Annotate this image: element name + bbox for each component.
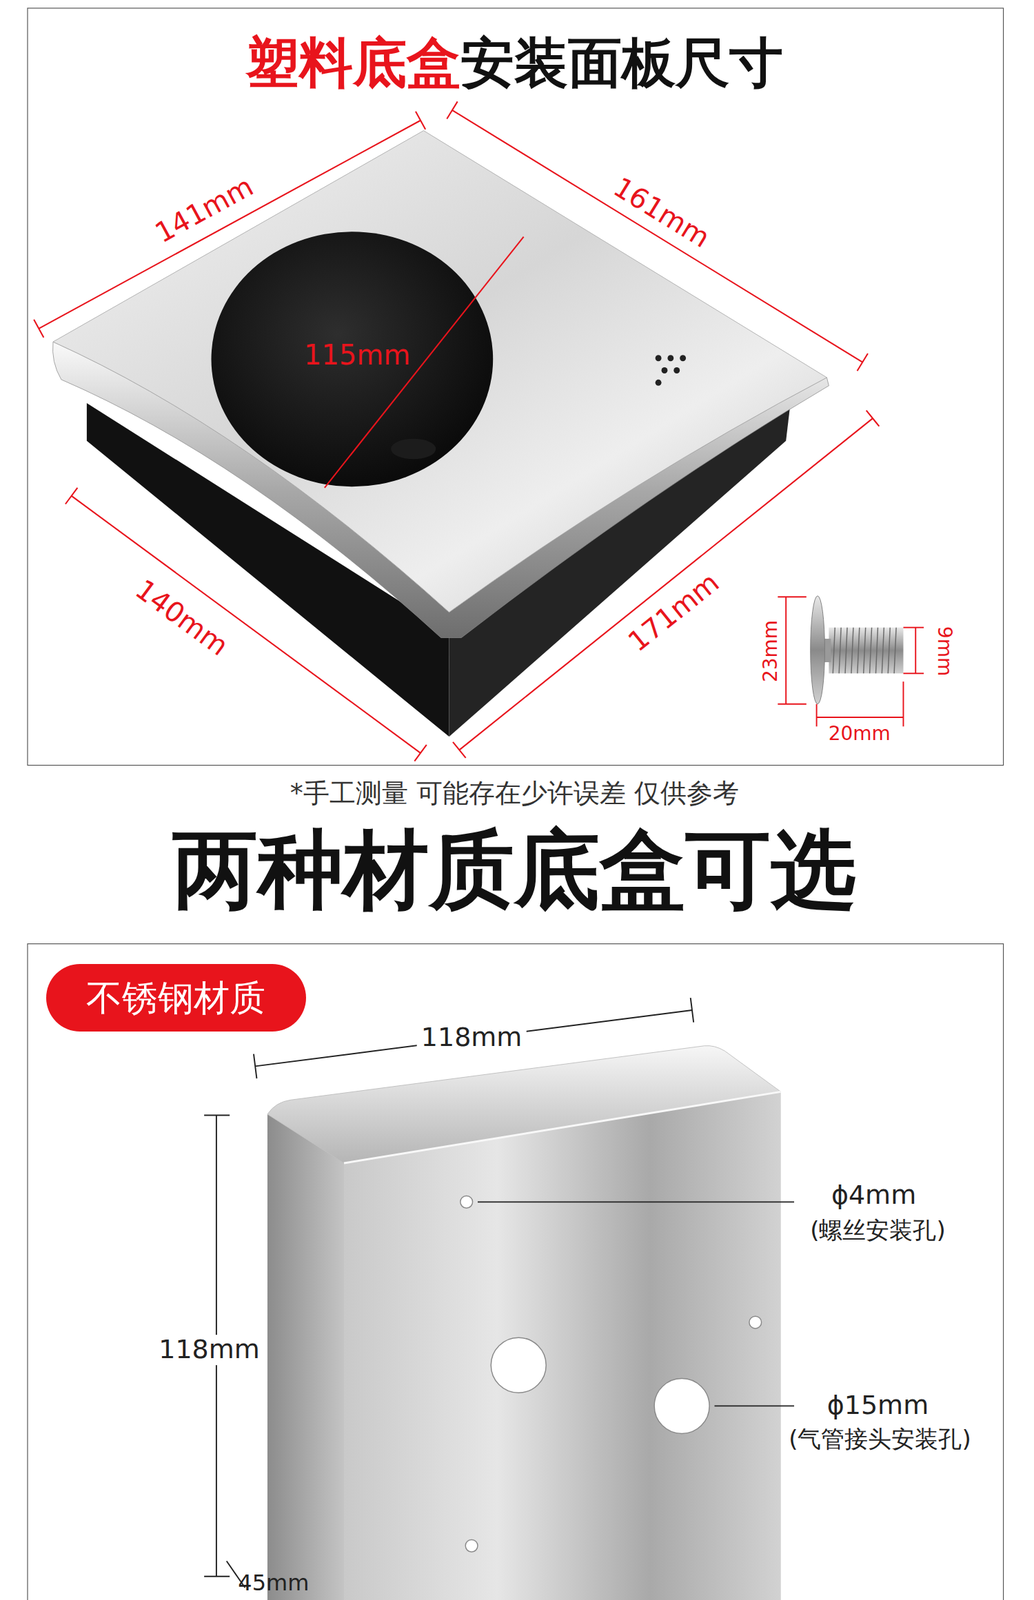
screw-illustration (881, 627, 884, 675)
callout-label: (螺丝安装孔) (809, 1217, 946, 1245)
steel-box (267, 1046, 782, 1600)
dimension-line (414, 745, 427, 762)
dimension-line (255, 1010, 693, 1067)
stainless-panel (390, 439, 436, 460)
dimension-line (777, 596, 806, 598)
steel-box (460, 1195, 762, 1553)
stainless-panel (673, 367, 680, 374)
dimension-label: 141mm (149, 169, 258, 249)
dimension-line (857, 353, 868, 371)
steel-box (465, 1539, 478, 1553)
screw-illustration (810, 596, 826, 705)
screw-illustration (832, 627, 835, 675)
stainless-panel (655, 379, 662, 387)
screw-illustration (875, 627, 878, 675)
dimension-line (459, 418, 873, 750)
dimension-label: 23mm (759, 620, 782, 683)
stainless-panel (661, 367, 668, 374)
dimension-line (816, 716, 904, 719)
dimension-label: 171mm (622, 566, 726, 658)
dimension-line (816, 704, 818, 728)
dimension-line (452, 742, 466, 759)
screw-illustration (828, 627, 904, 675)
dimension-line (204, 1576, 230, 1578)
screw-illustration (869, 627, 873, 675)
stainless-panel (679, 355, 686, 362)
screw-illustration (845, 627, 848, 675)
screw-illustration (894, 627, 897, 675)
dimension-label: 20mm (828, 723, 891, 746)
screw-illustration (863, 627, 866, 675)
dimension-line (777, 703, 806, 706)
stainless-panel (655, 355, 662, 362)
dimension-label: 140mm (129, 573, 234, 663)
stainless-panel (667, 355, 674, 362)
badge-text: 不锈钢材质 (86, 978, 266, 1019)
dimension-line (777, 596, 924, 727)
steel-box (749, 1316, 762, 1330)
leader-line (477, 1202, 795, 1407)
screw-illustration (857, 627, 860, 675)
screw-illustration (887, 627, 890, 675)
stainless-panel (211, 231, 494, 487)
dimension-label: 161mm (607, 170, 716, 254)
section-heading: 两种材质底盒可选 (172, 820, 857, 919)
dimension-line (866, 410, 880, 427)
steel-box (490, 1337, 546, 1394)
panel-frame (27, 8, 1004, 766)
dimension-line (253, 1054, 257, 1080)
dimension-label: 115mm (303, 339, 411, 371)
dimension-label: 118mm (154, 1335, 265, 1366)
dimension-line (903, 672, 924, 675)
dimension-line (452, 110, 863, 363)
dimension-line (33, 319, 44, 338)
dimension-line (446, 101, 458, 119)
callout-label: ϕ15mm (827, 1391, 929, 1423)
dimension-line (914, 627, 917, 675)
dimension-line (690, 998, 694, 1023)
steel-box (343, 1091, 782, 1600)
screw-illustration (832, 627, 897, 675)
callout-label: ϕ4mm (831, 1181, 917, 1212)
callout-label: (气管接头安装孔) (788, 1426, 972, 1454)
material-badge: 不锈钢材质 (46, 964, 307, 1032)
dimension-label: 9mm (933, 626, 956, 677)
dimension-label: 45mm (237, 1570, 309, 1596)
leader-line (477, 1201, 795, 1203)
dimension-line (903, 627, 924, 629)
stainless-panel (53, 130, 827, 613)
screw-illustration (851, 627, 854, 675)
dimension-line (204, 998, 694, 1589)
dimension-line (71, 496, 421, 754)
steel-box (654, 1378, 710, 1434)
panel-frame (27, 944, 1004, 1600)
steel-box (343, 1091, 782, 1164)
leader-line (714, 1406, 795, 1408)
dimension-line (903, 681, 905, 727)
dimension-label: 118mm (417, 1022, 527, 1054)
screw-illustration (838, 627, 841, 675)
note-text: *手工测量 可能存在少许误差 仅供参考 (290, 778, 739, 810)
screw-illustration (810, 596, 904, 705)
stainless-panel (655, 355, 686, 386)
steel-box (460, 1195, 473, 1209)
stainless-panel (53, 130, 830, 639)
dimension-line (204, 1114, 230, 1117)
page-title: 塑料底盒安装面板尺寸 (245, 33, 784, 94)
dimension-line (415, 111, 426, 130)
dimension-line (33, 101, 879, 762)
steel-box (267, 1114, 344, 1600)
dimension-line (785, 596, 787, 704)
panel-frame (27, 8, 1004, 1600)
dimension-line (65, 488, 78, 505)
dimension-line (38, 120, 421, 329)
